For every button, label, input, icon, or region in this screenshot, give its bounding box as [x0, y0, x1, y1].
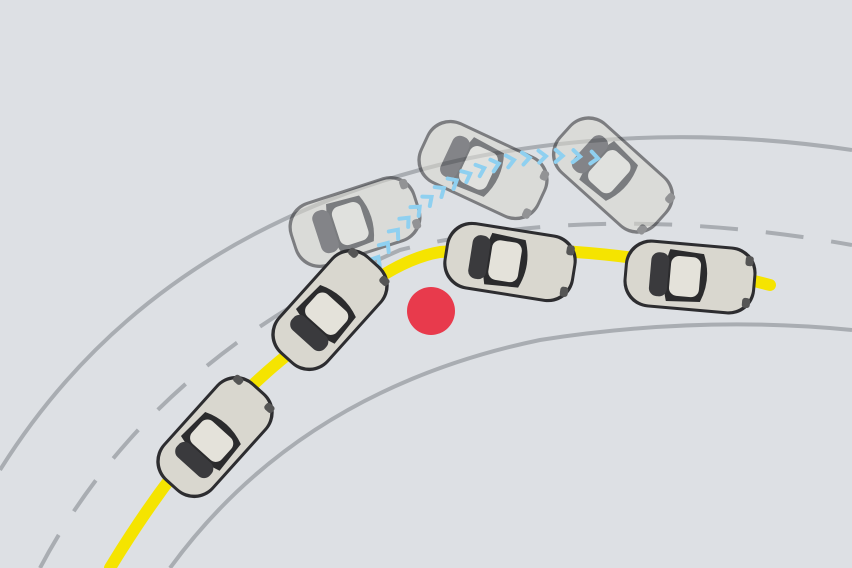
chevron-arrow-icon: [432, 185, 447, 200]
chevron-arrow-icon: [397, 215, 411, 229]
obstacle-marker: [407, 287, 455, 335]
chevron-arrow-icon: [420, 194, 434, 208]
chevron-arrow-icon: [376, 240, 391, 255]
chevron-arrow-icon: [570, 148, 584, 165]
chevron-arrow-icon: [473, 162, 488, 179]
chevron-arrow-icon: [386, 227, 401, 241]
car-4: [621, 237, 759, 317]
road-edge-inner: [168, 322, 852, 568]
chevron-arrow-icon: [367, 254, 382, 269]
chevron-arrow-icon: [553, 147, 566, 164]
chevron-arrow-icon: [459, 169, 474, 185]
road-lane-divider: [38, 221, 852, 568]
chevron-arrow-icon: [445, 176, 460, 191]
chevron-arrow-icon: [588, 149, 602, 166]
chevron-arrow-icon: [519, 150, 533, 167]
chevron-arrow-icon: [536, 148, 549, 165]
chevron-arrow-icon: [408, 204, 422, 218]
correction-arrows: [358, 147, 602, 284]
chevron-arrow-icon: [503, 153, 517, 170]
chevron-arrow-icon: [488, 157, 502, 174]
